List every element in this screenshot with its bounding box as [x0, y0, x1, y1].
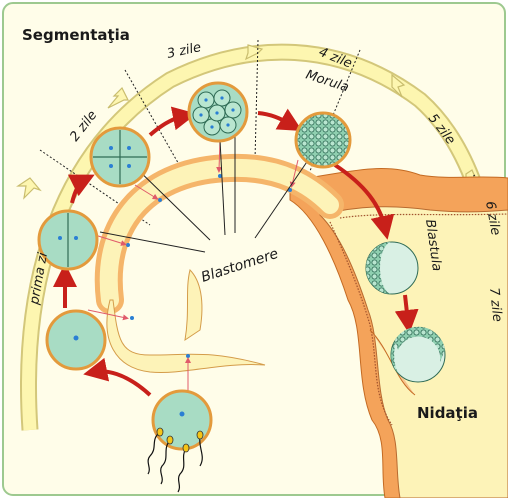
blastula — [366, 242, 418, 294]
stage-1-cell — [47, 311, 105, 369]
diagram-title: Segmentaţia — [22, 26, 130, 44]
implanting-blastocyst — [391, 327, 445, 382]
label-nidatie: Nidaţia — [417, 404, 478, 422]
stage-8-cell — [189, 83, 247, 141]
stage-4-cell — [91, 128, 149, 186]
morula — [296, 113, 350, 167]
